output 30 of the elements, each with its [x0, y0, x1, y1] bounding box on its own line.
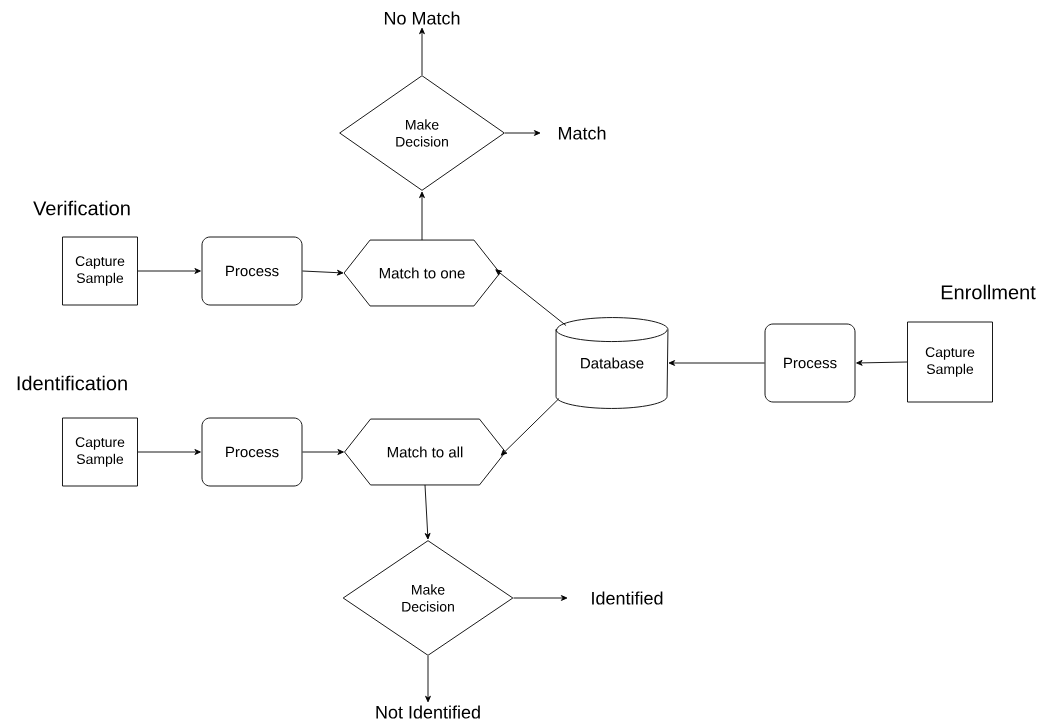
arrow	[513, 595, 568, 601]
arrow	[419, 191, 425, 241]
process-box: Capture Sample	[62, 417, 138, 487]
arrow	[495, 269, 567, 326]
arrow	[137, 268, 201, 274]
rounded-box: Process	[764, 323, 856, 403]
hexagon-box: Match to one	[343, 239, 501, 307]
arrow	[419, 27, 425, 76]
section-label: Enrollment	[941, 284, 1036, 300]
outcome-text: Match	[558, 126, 606, 140]
rounded-box: Process	[201, 236, 303, 306]
section-label: Verification	[33, 200, 130, 216]
arrow	[668, 360, 765, 366]
arrow	[500, 398, 560, 456]
process-box: Capture Sample	[62, 236, 138, 306]
process-box: Capture Sample	[907, 321, 993, 403]
arrow	[856, 360, 908, 366]
section-label: Identification	[17, 375, 127, 391]
outcome-text: Not Identified	[376, 705, 480, 719]
rounded-box: Process	[201, 417, 303, 487]
database-cylinder: Database	[555, 317, 669, 409]
outcome-text: Identified	[592, 591, 663, 605]
arrow	[424, 484, 431, 540]
arrow	[425, 655, 431, 703]
arrow	[302, 449, 344, 455]
outcome-text: No Match	[384, 11, 460, 25]
arrow	[137, 449, 201, 455]
arrow	[504, 130, 541, 136]
hexagon-box: Match to all	[344, 418, 506, 486]
arrow	[302, 269, 344, 276]
